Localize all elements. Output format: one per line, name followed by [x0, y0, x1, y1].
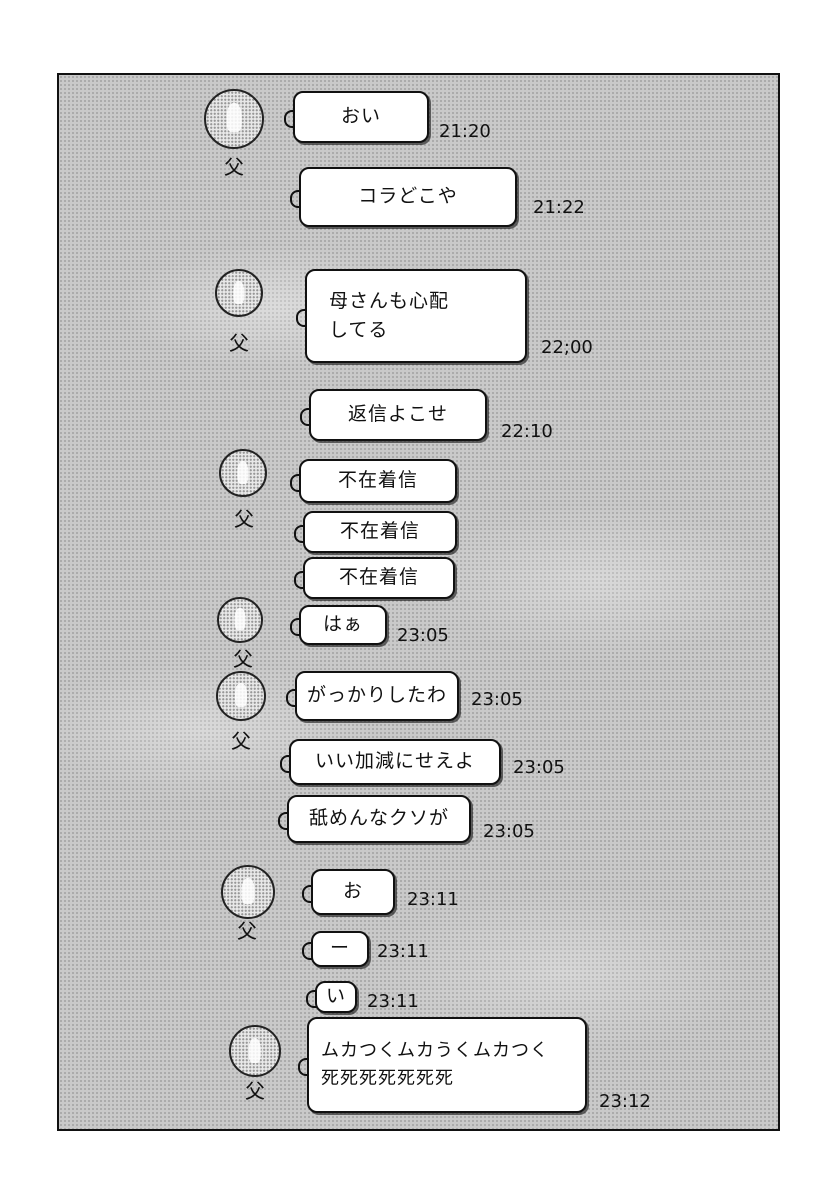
message-bubble[interactable]: いい加減にせえよ — [280, 739, 501, 785]
message-text: 不在着信 — [338, 566, 419, 589]
message-text: 不在着信 — [337, 469, 418, 492]
message-time: 21:20 — [439, 121, 491, 142]
message-text: 舐めんなクソが — [308, 807, 449, 830]
sender-name: 父 — [224, 155, 244, 179]
message-text: ムカつくムカうくムカつく 死死死死死死死 — [321, 1040, 549, 1089]
message-bubble[interactable]: がっかりしたわ — [286, 671, 459, 721]
message-bubble[interactable]: はぁ — [290, 605, 387, 645]
chat-screen: 父 おい 21:20 コラどこや 21:22 父 母さんも心配 してる 22;0… — [57, 73, 780, 1131]
father-avatar-7[interactable] — [229, 1025, 281, 1077]
message-text: はぁ — [322, 613, 363, 636]
message-text: 母さんも心配 してる — [329, 289, 450, 341]
message-time: 23:11 — [367, 991, 419, 1012]
message-time: 23:05 — [397, 625, 449, 646]
message-bubble[interactable]: 母さんも心配 してる — [296, 269, 527, 363]
father-avatar-4[interactable] — [217, 597, 263, 643]
sender-name: 父 — [245, 1079, 265, 1103]
message-text: い — [326, 985, 347, 1008]
father-avatar-5[interactable] — [216, 671, 266, 721]
message-bubble[interactable]: い — [306, 981, 357, 1013]
sender-name: 父 — [231, 729, 251, 753]
message-text: 返信よこせ — [347, 403, 448, 426]
message-bubble[interactable]: 返信よこせ — [300, 389, 487, 441]
message-text: 不在着信 — [339, 520, 420, 543]
message-bubble[interactable]: お — [302, 869, 395, 915]
father-avatar-3[interactable] — [219, 449, 267, 497]
message-bubble[interactable]: ムカつくムカうくムカつく 死死死死死死死 — [298, 1017, 587, 1113]
message-text: おい — [340, 105, 381, 128]
missed-call-bubble[interactable]: 不在着信 — [294, 511, 457, 553]
sender-name: 父 — [234, 507, 254, 531]
message-bubble[interactable]: おい — [284, 91, 429, 143]
sender-name: 父 — [237, 919, 257, 943]
message-time: 21:22 — [533, 197, 585, 218]
missed-call-bubble[interactable]: 不在着信 — [294, 557, 455, 599]
message-text: コラどこや — [358, 185, 458, 208]
message-time: 23:11 — [377, 941, 429, 962]
message-text: がっかりしたわ — [307, 684, 448, 707]
father-avatar-1[interactable] — [204, 89, 264, 149]
message-bubble[interactable]: コラどこや — [290, 167, 517, 227]
message-bubble[interactable]: 舐めんなクソが — [278, 795, 471, 843]
sender-name: 父 — [233, 647, 253, 671]
message-time: 23:05 — [513, 757, 565, 778]
sender-name: 父 — [229, 331, 249, 355]
message-time: 23:05 — [483, 821, 535, 842]
message-time: 23:05 — [471, 689, 523, 710]
message-text: お — [342, 880, 363, 903]
message-time: 22:10 — [501, 421, 553, 442]
message-text: いい加減にせえよ — [314, 750, 475, 773]
message-time: 22;00 — [541, 337, 593, 358]
message-time: 23:11 — [407, 889, 459, 910]
message-bubble[interactable]: ー — [302, 931, 369, 967]
message-text: ー — [329, 937, 350, 960]
message-time: 23:12 — [599, 1091, 651, 1112]
father-avatar-6[interactable] — [221, 865, 275, 919]
father-avatar-2[interactable] — [215, 269, 263, 317]
missed-call-bubble[interactable]: 不在着信 — [290, 459, 457, 503]
